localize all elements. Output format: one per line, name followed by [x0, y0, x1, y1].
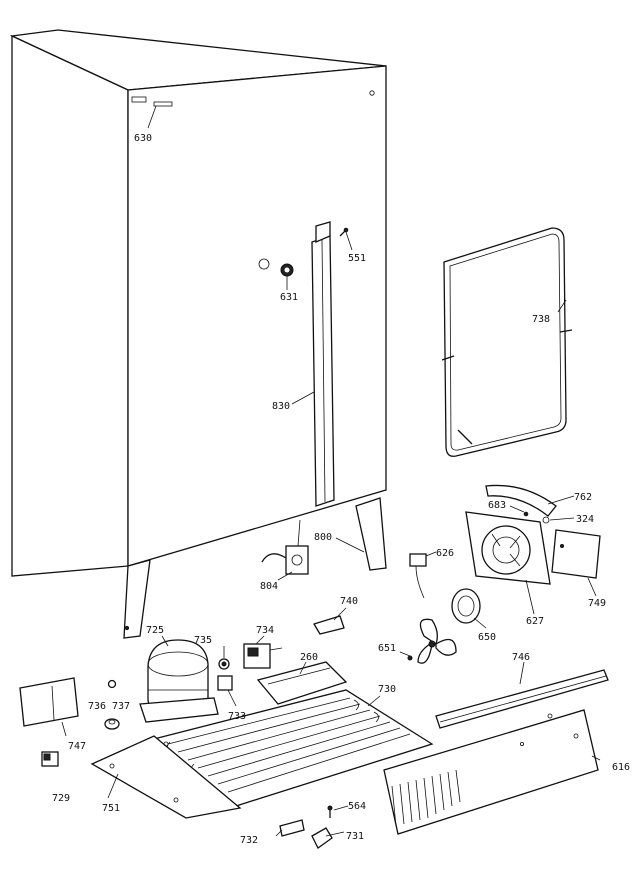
grommet-737: [104, 718, 120, 730]
leader-lines: [61, 105, 601, 837]
trim-746: [435, 669, 609, 729]
callout-734: 734: [256, 625, 274, 636]
callout-630: 630: [134, 133, 152, 144]
capacitor-735: [218, 658, 230, 670]
callout-651: 651: [378, 643, 396, 654]
callout-725: 725: [146, 625, 164, 636]
callout-733: 733: [228, 711, 246, 722]
bracket-747: [19, 677, 79, 727]
relay-734: [243, 643, 283, 669]
callout-804: 804: [260, 581, 278, 592]
callout-740: 740: [340, 596, 358, 607]
callout-626: 626: [436, 548, 454, 559]
compressor-725: [139, 639, 219, 723]
callout-729: 729: [52, 793, 70, 804]
callout-650: 650: [478, 632, 496, 643]
callout-616: 616: [612, 762, 630, 773]
callout-683: 683: [488, 500, 506, 511]
callout-735: 735: [194, 635, 212, 646]
callout-732: 732: [240, 835, 258, 846]
grommet-736: [107, 679, 117, 689]
callout-749: 749: [588, 598, 606, 609]
callout-627: 627: [526, 616, 544, 627]
grommet-631: [280, 263, 294, 277]
duct-762: [485, 484, 557, 517]
clip-731: [311, 827, 333, 849]
callout-324: 324: [576, 514, 594, 525]
pump-804: [261, 519, 309, 575]
refrigerator-cabinet: [9, 29, 387, 639]
callout-631: 631: [280, 292, 298, 303]
timer-626: [409, 553, 427, 599]
callout-736: 736: [88, 701, 106, 712]
base-751: [90, 735, 242, 819]
fan-housing-627: [465, 511, 551, 585]
clip-324: [542, 516, 550, 524]
screw-551: [339, 227, 349, 237]
gasket-738: [441, 227, 573, 457]
bracket-740: [313, 615, 345, 635]
badge-630: [131, 96, 173, 107]
grille-616: [383, 709, 599, 835]
callout-260: 260: [300, 652, 318, 663]
fan-blade-651: [417, 618, 457, 664]
channel-830: [311, 221, 335, 507]
foot-732: [279, 819, 305, 837]
clip-729: [41, 751, 59, 767]
callout-730: 730: [378, 684, 396, 695]
callout-737: 737: [112, 701, 130, 712]
callout-751: 751: [102, 803, 120, 814]
callout-564: 564: [348, 801, 366, 812]
callout-731: 731: [346, 831, 364, 842]
motor-650: [451, 588, 481, 624]
callout-747: 747: [68, 741, 86, 752]
callout-labels: 630 551 631 738 830 762 683 324 800 626 …: [52, 133, 630, 846]
callout-800: 800: [314, 532, 332, 543]
callout-830: 830: [272, 401, 290, 412]
screw-564: [327, 805, 333, 818]
shroud-749: [551, 529, 601, 579]
overload-733: [217, 675, 233, 691]
callout-738: 738: [532, 314, 550, 325]
callout-762: 762: [574, 492, 592, 503]
screw-683: [523, 511, 529, 517]
callout-551: 551: [348, 253, 366, 264]
callout-746: 746: [512, 652, 530, 663]
